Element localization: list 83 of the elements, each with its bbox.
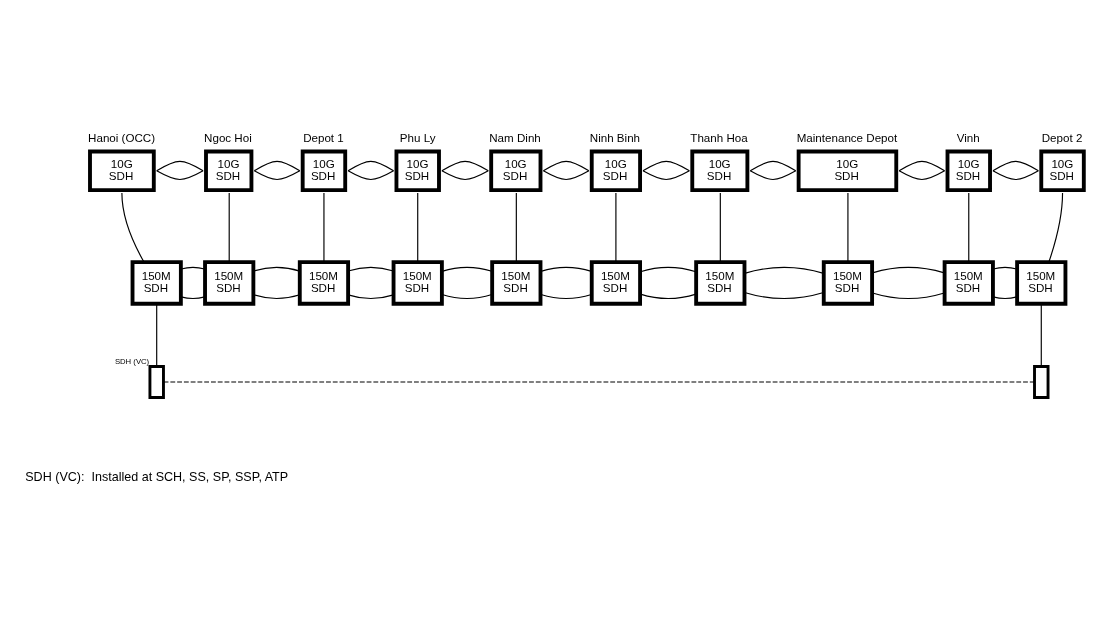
connector [515,191,517,262]
node-box: 150M SDH [391,259,444,306]
node-box: 150M SDH [821,259,875,306]
connector [992,160,1039,171]
node-label: Nam Dinh [489,130,541,144]
connector [253,169,301,180]
connector [441,293,493,299]
connector [847,191,849,262]
node-box: 10G SDH [690,149,750,192]
connector [898,160,946,171]
connector [642,169,690,180]
connector [992,295,1018,299]
connector [323,191,325,262]
node-box: 150M SDH [694,259,747,306]
connector [992,266,1018,270]
node-label: Thanh Hoa [690,130,748,144]
connector [156,169,204,180]
connector [156,160,204,171]
connector [642,160,690,171]
node-box: 150M SDH [490,259,543,306]
connector [441,169,489,180]
connector [253,293,301,299]
node-box: 150M SDH [589,259,642,306]
node-label: Maintenance Depot [796,130,898,144]
node-box: 10G SDH [796,149,899,192]
connector [1048,191,1064,262]
connector [417,191,419,262]
label: SDH (VC): Installed at SCH, SS, SP, SSP, ATP [25,469,289,484]
node-box: 150M SDH [130,259,183,306]
node-label: Depot 1 [303,130,344,144]
connector [968,191,970,262]
node-box: 150M SDH [203,259,256,306]
connector [253,160,301,171]
node-box: 150M SDH [1015,259,1068,306]
connector [1040,302,1042,367]
connector [639,293,697,299]
connector [347,169,395,180]
node-label: Phu Ly [399,130,436,144]
node-box: 10G SDH [394,149,441,192]
node-label: Ngoc Hoi [204,130,252,144]
node-box: 10G SDH [589,149,642,192]
connector [719,191,721,262]
node-box: 150M SDH [942,259,995,306]
connector [121,191,145,263]
connector [347,293,395,299]
connector [542,169,590,180]
connector [749,169,797,180]
connector [180,295,206,299]
connector [441,266,493,272]
connector [347,266,395,272]
connector [163,380,1035,383]
connector [347,160,395,171]
connector [540,293,593,299]
node-label: Depot 2 [1041,130,1083,144]
connector [228,191,230,262]
connector [898,169,946,180]
connector [540,266,593,272]
connector [180,266,206,270]
node-label: SDH (VC) [114,356,150,366]
node-box: 10G SDH [945,149,992,192]
connector [615,191,617,262]
connector [156,302,158,367]
node-label: Vinh [956,130,980,144]
node-box: 10G SDH [204,149,254,192]
connector [743,266,825,274]
connector [542,160,590,171]
connector [743,291,825,299]
node-box: 150M SDH [297,259,351,306]
node-label: Hanoi (OCC) [88,130,156,144]
node-box: 10G SDH [88,149,156,192]
connector [871,291,945,299]
connector [253,266,301,272]
connector [441,160,489,171]
node-box: 10G SDH [489,149,543,192]
connector [639,266,697,272]
connector [749,160,797,171]
node-label: Ninh Binh [589,130,641,144]
node-box: 10G SDH [300,149,348,192]
connector [992,169,1039,180]
node-box [1033,364,1050,399]
node-box [148,364,165,399]
node-box: 10G SDH [1039,149,1086,192]
connector [871,266,945,273]
